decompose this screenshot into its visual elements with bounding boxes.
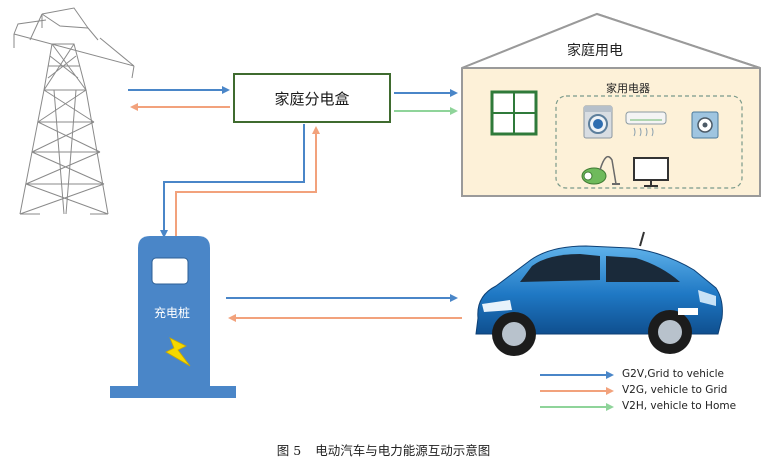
appliances-title: 家用电器	[606, 82, 650, 95]
figure-caption: 图 5 电动汽车与电力能源互动示意图	[0, 440, 767, 459]
legend-label-g2v: G2V,Grid to vehicle	[622, 368, 724, 380]
transmission-tower-icon	[13, 7, 135, 215]
figure-caption-text: 电动汽车与电力能源互动示意图	[315, 443, 491, 458]
figure-number: 图 5	[276, 443, 302, 458]
appliances-group	[555, 95, 743, 189]
monitor-icon	[633, 157, 669, 187]
legend-label-v2h: V2H, vehicle to Home	[622, 400, 737, 412]
washing-machine-icon	[583, 105, 613, 139]
charging-station	[110, 236, 236, 398]
house-title: 家庭用电	[567, 43, 623, 59]
legend-label-v2g: V2G, vehicle to Grid	[622, 384, 728, 396]
lightning-bolt-icon	[165, 337, 191, 367]
charging-station-label: 充电桩	[154, 306, 191, 320]
safe-icon	[691, 111, 719, 139]
g2v-box-to-station-arrow	[160, 124, 305, 238]
vacuum-cleaner-icon	[581, 155, 620, 185]
distribution-box-label: 家庭分电盒	[274, 89, 350, 108]
electric-car-icon	[475, 231, 723, 356]
window-icon	[490, 90, 538, 136]
air-conditioner-icon	[625, 111, 667, 137]
v2g-station-to-box-arrow	[175, 126, 320, 236]
distribution-box	[233, 73, 391, 123]
house	[461, 12, 761, 197]
